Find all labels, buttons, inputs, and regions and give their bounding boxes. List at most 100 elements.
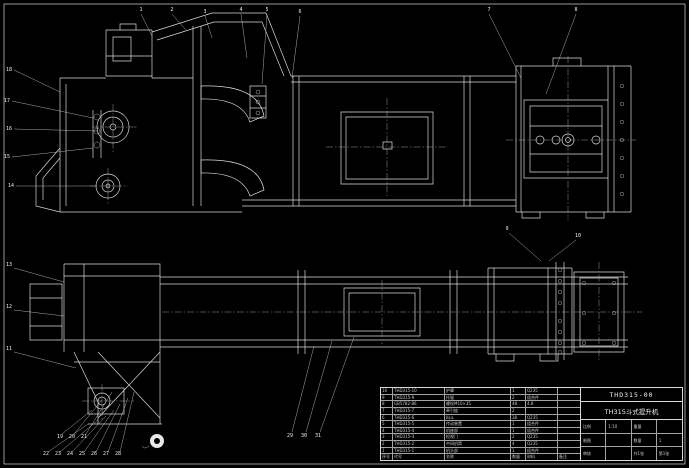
cell: 数量 (511, 454, 526, 461)
cell: 数量 (632, 433, 657, 447)
part-callout: 24 (67, 451, 73, 457)
cell: 1 (381, 447, 393, 454)
cell: THD315-2 (393, 441, 445, 447)
cell: THD315-10 (393, 388, 445, 394)
part-callout: 15 (4, 154, 10, 160)
cell: 审核 (581, 447, 607, 461)
cell: 48 (511, 401, 526, 407)
cell: 4 (381, 427, 393, 434)
cell: 托辊 (445, 394, 511, 401)
cell: 组合件 (526, 447, 558, 454)
cell: 护罩 (445, 388, 511, 394)
cell: 2 (511, 407, 526, 414)
middle-casing-lower (160, 270, 642, 354)
buckets-and-chain (192, 26, 267, 206)
cell: 序号 (381, 454, 393, 461)
cell: 8 (381, 401, 393, 407)
cell: GB5782-86 (393, 401, 445, 407)
cell: 第1张 (658, 451, 670, 457)
cell: THD315-4 (393, 427, 445, 434)
part-callout: 21 (81, 434, 87, 440)
cell: 5 (381, 421, 393, 427)
part-callout: 6 (298, 9, 301, 15)
part-callout: 3 (203, 9, 206, 15)
boot-section (29, 263, 162, 425)
cell (657, 420, 682, 433)
cell: 1:10 (606, 420, 632, 433)
part-callout: 17 (4, 98, 10, 104)
cell: Q235 (526, 414, 558, 421)
cell: 检视门 (445, 434, 511, 441)
elevation-view (35, 12, 636, 220)
cell: Q235 (526, 441, 558, 447)
cell: 1 (511, 427, 526, 434)
cell: 2 (511, 434, 526, 441)
meta-row: 审核 共1张第1张 (581, 447, 682, 461)
cell (558, 434, 580, 440)
part-callout: 30 (301, 433, 307, 439)
cell: 1 (658, 437, 662, 443)
middle-casing-upper (242, 75, 516, 207)
cell: 机头部 (445, 447, 511, 454)
part-callout: 19 (57, 434, 63, 440)
part-callout: 22 (43, 451, 49, 457)
cell (558, 415, 580, 421)
part-callout: 16 (6, 126, 12, 132)
parts-header-row: 序号代号名称数量材料备注 (381, 454, 580, 461)
part-callout: 14 (8, 183, 14, 189)
cell (558, 401, 580, 407)
cell: 螺栓M10×35 (445, 401, 511, 407)
cell: Q235 (526, 434, 558, 441)
cell: 机座部 (445, 427, 511, 434)
part-callout: 8 (574, 7, 577, 13)
part-callout: 5 (265, 7, 268, 13)
drawing-frame (3, 3, 686, 465)
cell: 组合件 (526, 394, 558, 401)
cell: 7 (381, 407, 393, 414)
drive-section-lower (487, 262, 625, 362)
cell (558, 448, 580, 454)
cell: 重量 (632, 420, 657, 433)
part-callout: 4 (239, 7, 242, 13)
cell (606, 447, 632, 461)
part-callout: 13 (6, 262, 12, 268)
cell: 2 (381, 441, 393, 447)
cell: 牵引链 (445, 407, 511, 414)
part-callout: 29 (287, 433, 293, 439)
cell: 名称 (445, 454, 511, 461)
inspection-door-upper (326, 98, 448, 198)
cell: THD315-6 (393, 414, 445, 421)
cell: 组合件 (526, 427, 558, 434)
cell: 9 (381, 394, 393, 401)
cell: 制图 (581, 433, 607, 447)
head-section (35, 12, 292, 213)
cell: 代号 (393, 454, 445, 461)
cell: 4 (511, 441, 526, 447)
cell: 1 (511, 388, 526, 394)
section-mark (141, 434, 164, 449)
head-wheel (90, 104, 137, 204)
cell: THD315-9 (393, 394, 445, 401)
cell: 2 (511, 394, 526, 401)
cell: 共1张 (632, 447, 657, 461)
part-callout: 10 (575, 233, 581, 239)
cell: 传动装置 (445, 421, 511, 427)
cell: 组合件 (526, 421, 558, 427)
cell: 38 (511, 414, 526, 421)
cell: 1 (511, 421, 526, 427)
cell: 材料 (526, 454, 558, 461)
part-callout: 31 (315, 433, 321, 439)
plan-view (29, 262, 642, 425)
